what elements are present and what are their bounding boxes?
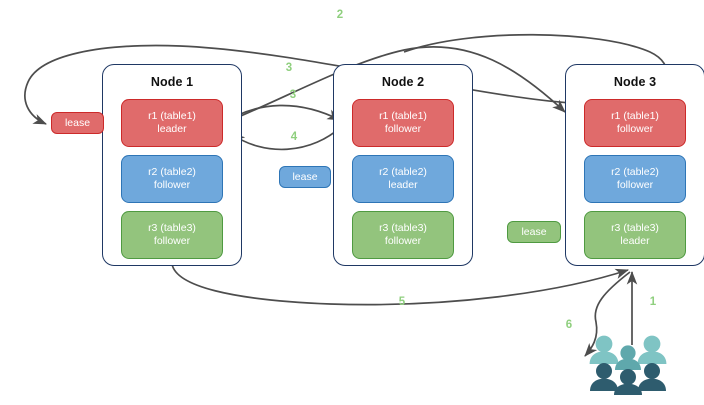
replica-name: r3 (table3) — [611, 221, 659, 234]
node-box-node2[interactable]: Node 2 r1 (table1) follower r2 (table2) … — [333, 64, 473, 266]
replica-name: r1 (table1) — [148, 109, 196, 122]
step-label-6: 6 — [565, 319, 573, 331]
replica-role: follower — [616, 123, 654, 135]
node-box-node1[interactable]: Node 1 r1 (table1) leader r2 (table2) fo… — [102, 64, 242, 266]
replica-role: follower — [384, 123, 422, 135]
replica-name: r2 (table2) — [611, 165, 659, 178]
node-title: Node 2 — [381, 75, 425, 89]
node-title: Node 1 — [150, 75, 194, 89]
replica-role: follower — [153, 179, 191, 191]
replica-r1-node1[interactable]: r1 (table1) leader — [121, 99, 223, 147]
lease-badge-green[interactable]: lease — [507, 221, 561, 243]
replica-name: r2 (table2) — [148, 165, 196, 178]
replica-name: r3 (table3) — [148, 221, 196, 234]
lease-label: lease — [292, 171, 318, 183]
replica-name: r2 (table2) — [379, 165, 427, 178]
replica-name: r3 (table3) — [379, 221, 427, 234]
replica-role: follower — [384, 235, 422, 247]
replica-r3-node1[interactable]: r3 (table3) follower — [121, 211, 223, 259]
node-box-node3[interactable]: Node 3 r1 (table1) follower r2 (table2) … — [565, 64, 704, 266]
step-label-4: 4 — [290, 131, 298, 143]
replica-r3-node3[interactable]: r3 (table3) leader — [584, 211, 686, 259]
step-label-2: 2 — [336, 9, 344, 21]
replica-r2-node1[interactable]: r2 (table2) follower — [121, 155, 223, 203]
replica-role: leader — [388, 179, 418, 191]
replica-name: r1 (table1) — [611, 109, 659, 122]
lease-label: lease — [521, 226, 547, 238]
replica-r2-node3[interactable]: r2 (table2) follower — [584, 155, 686, 203]
replica-r1-node2[interactable]: r1 (table1) follower — [352, 99, 454, 147]
replica-role: follower — [616, 179, 654, 191]
replica-r1-node3[interactable]: r1 (table1) follower — [584, 99, 686, 147]
people-group-icon — [589, 335, 667, 395]
lease-badge-red[interactable]: lease — [51, 112, 104, 134]
replica-role: leader — [157, 123, 187, 135]
step-label-5: 5 — [398, 296, 406, 308]
step-label-3b: 3 — [289, 89, 297, 101]
lease-badge-blue[interactable]: lease — [279, 166, 331, 188]
replica-role: leader — [620, 235, 650, 247]
node-title: Node 3 — [613, 75, 657, 89]
step-label-3a: 3 — [285, 62, 293, 74]
lease-label: lease — [64, 117, 91, 129]
replica-name: r1 (table1) — [379, 109, 427, 122]
replica-r2-node2[interactable]: r2 (table2) leader — [352, 155, 454, 203]
replica-r3-node2[interactable]: r3 (table3) follower — [352, 211, 454, 259]
replica-role: follower — [153, 235, 191, 247]
step-label-1: 1 — [649, 296, 657, 308]
